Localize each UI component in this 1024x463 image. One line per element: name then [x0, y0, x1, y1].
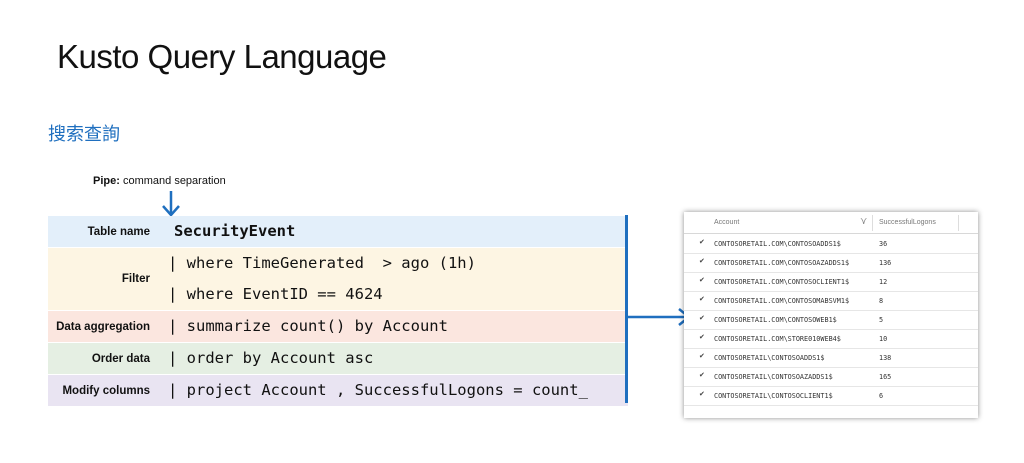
account-cell: CONTOSORETAIL.COM\STORE010WEB4$	[714, 335, 841, 343]
expand-chevron-icon[interactable]: ✔	[699, 257, 705, 265]
pipe-annotation: Pipe: command separation	[93, 175, 226, 187]
code-line: | where TimeGenerated > ago (1h)	[168, 254, 476, 272]
row-label: Order data	[91, 352, 150, 365]
account-cell: CONTOSORETAIL.COM\CONTOSOAZADDS1$	[714, 259, 850, 267]
successful-logons-cell: 36	[879, 240, 888, 248]
query-row-data-aggregation: Data aggregation | summarize count() by …	[48, 311, 628, 343]
column-divider	[958, 215, 959, 231]
query-code: | where TimeGenerated > ago (1h) | where…	[160, 248, 628, 310]
query-right-bar	[625, 215, 628, 403]
query-code: | summarize count() by Account	[160, 311, 628, 342]
results-header: Account ⋎ SuccessfulLogons	[684, 212, 978, 234]
row-label: Data aggregation	[56, 320, 150, 333]
successful-logons-cell: 12	[879, 278, 888, 286]
expand-chevron-icon[interactable]: ✔	[699, 314, 705, 322]
expand-chevron-icon[interactable]: ✔	[699, 295, 705, 303]
slide-title: Kusto Query Language	[57, 38, 387, 75]
query-row-table-name: Table name SecurityEvent	[48, 216, 628, 248]
column-divider	[872, 215, 873, 231]
column-header-successful-logons[interactable]: SuccessfulLogons	[879, 219, 936, 226]
result-row[interactable]: ✔ CONTOSORETAIL.COM\CONTOSOWEB1$ 5	[684, 310, 978, 330]
account-cell: CONTOSORETAIL\CONTOSOAZADDS1$	[714, 373, 833, 381]
successful-logons-cell: 165	[879, 373, 892, 381]
code-line: | order by Account asc	[168, 349, 374, 367]
column-header-account[interactable]: Account	[714, 219, 740, 226]
account-cell: CONTOSORETAIL\CONTOSOADDS1$	[714, 354, 825, 362]
query-table: Table name SecurityEvent Filter | where …	[48, 216, 628, 407]
expand-chevron-icon[interactable]: ✔	[699, 371, 705, 379]
successful-logons-cell: 6	[879, 392, 884, 400]
code-line: SecurityEvent	[174, 222, 296, 240]
query-row-modify-columns: Modify columns | project Account , Succe…	[48, 375, 628, 407]
query-row-filter: Filter | where TimeGenerated > ago (1h) …	[48, 248, 628, 311]
pipe-down-arrow-icon	[162, 191, 180, 217]
account-cell: CONTOSORETAIL.COM\CONTOSOADDS1$	[714, 240, 841, 248]
successful-logons-cell: 138	[879, 354, 892, 362]
query-code: | project Account , SuccessfulLogons = c…	[160, 375, 628, 406]
code-line: | project Account , SuccessfulLogons = c…	[168, 381, 588, 399]
account-cell: CONTOSORETAIL\CONTOSOCLIENT1$	[714, 392, 833, 400]
account-cell: CONTOSORETAIL.COM\CONTOSOWEB1$	[714, 316, 837, 324]
filter-icon[interactable]: ⋎	[860, 216, 868, 227]
account-cell: CONTOSORETAIL.COM\CONTOSOMABSVM1$	[714, 297, 850, 305]
result-row[interactable]: ✔ CONTOSORETAIL\CONTOSOADDS1$ 138	[684, 348, 978, 368]
code-line: | summarize count() by Account	[168, 317, 448, 335]
pipe-label: Pipe:	[93, 175, 120, 187]
query-code: | order by Account asc	[160, 343, 628, 374]
results-grid: Account ⋎ SuccessfulLogons ✔ CONTOSORETAI…	[684, 212, 978, 418]
expand-chevron-icon[interactable]: ✔	[699, 276, 705, 284]
code-line: | where EventID == 4624	[168, 285, 383, 303]
expand-chevron-icon[interactable]: ✔	[699, 238, 705, 246]
query-row-order-data: Order data | order by Account asc	[48, 343, 628, 375]
result-row[interactable]: ✔ CONTOSORETAIL\CONTOSOCLIENT1$ 6	[684, 386, 978, 406]
row-label: Table name	[87, 225, 150, 238]
account-cell: CONTOSORETAIL.COM\CONTOSOCLIENT1$	[714, 278, 850, 286]
row-label: Modify columns	[62, 384, 150, 397]
successful-logons-cell: 136	[879, 259, 892, 267]
expand-chevron-icon[interactable]: ✔	[699, 333, 705, 341]
query-code: SecurityEvent	[160, 216, 628, 247]
result-row[interactable]: ✔ CONTOSORETAIL.COM\STORE010WEB4$ 10	[684, 329, 978, 349]
result-row[interactable]: ✔ CONTOSORETAIL.COM\CONTOSOMABSVM1$ 8	[684, 291, 978, 311]
result-row[interactable]: ✔ CONTOSORETAIL.COM\CONTOSOADDS1$ 36	[684, 234, 978, 254]
row-label: Filter	[121, 273, 150, 285]
result-row[interactable]: ✔ CONTOSORETAIL.COM\CONTOSOCLIENT1$ 12	[684, 272, 978, 292]
result-row[interactable]: ✔ CONTOSORETAIL\CONTOSOAZADDS1$ 165	[684, 367, 978, 387]
successful-logons-cell: 10	[879, 335, 888, 343]
result-row[interactable]: ✔ CONTOSORETAIL.COM\CONTOSOAZADDS1$ 136	[684, 253, 978, 273]
expand-chevron-icon[interactable]: ✔	[699, 390, 705, 398]
expand-chevron-icon[interactable]: ✔	[699, 352, 705, 360]
successful-logons-cell: 8	[879, 297, 884, 305]
successful-logons-cell: 5	[879, 316, 884, 324]
pipe-description: command separation	[119, 175, 226, 187]
slide-subtitle: 搜索查詢	[48, 124, 120, 144]
